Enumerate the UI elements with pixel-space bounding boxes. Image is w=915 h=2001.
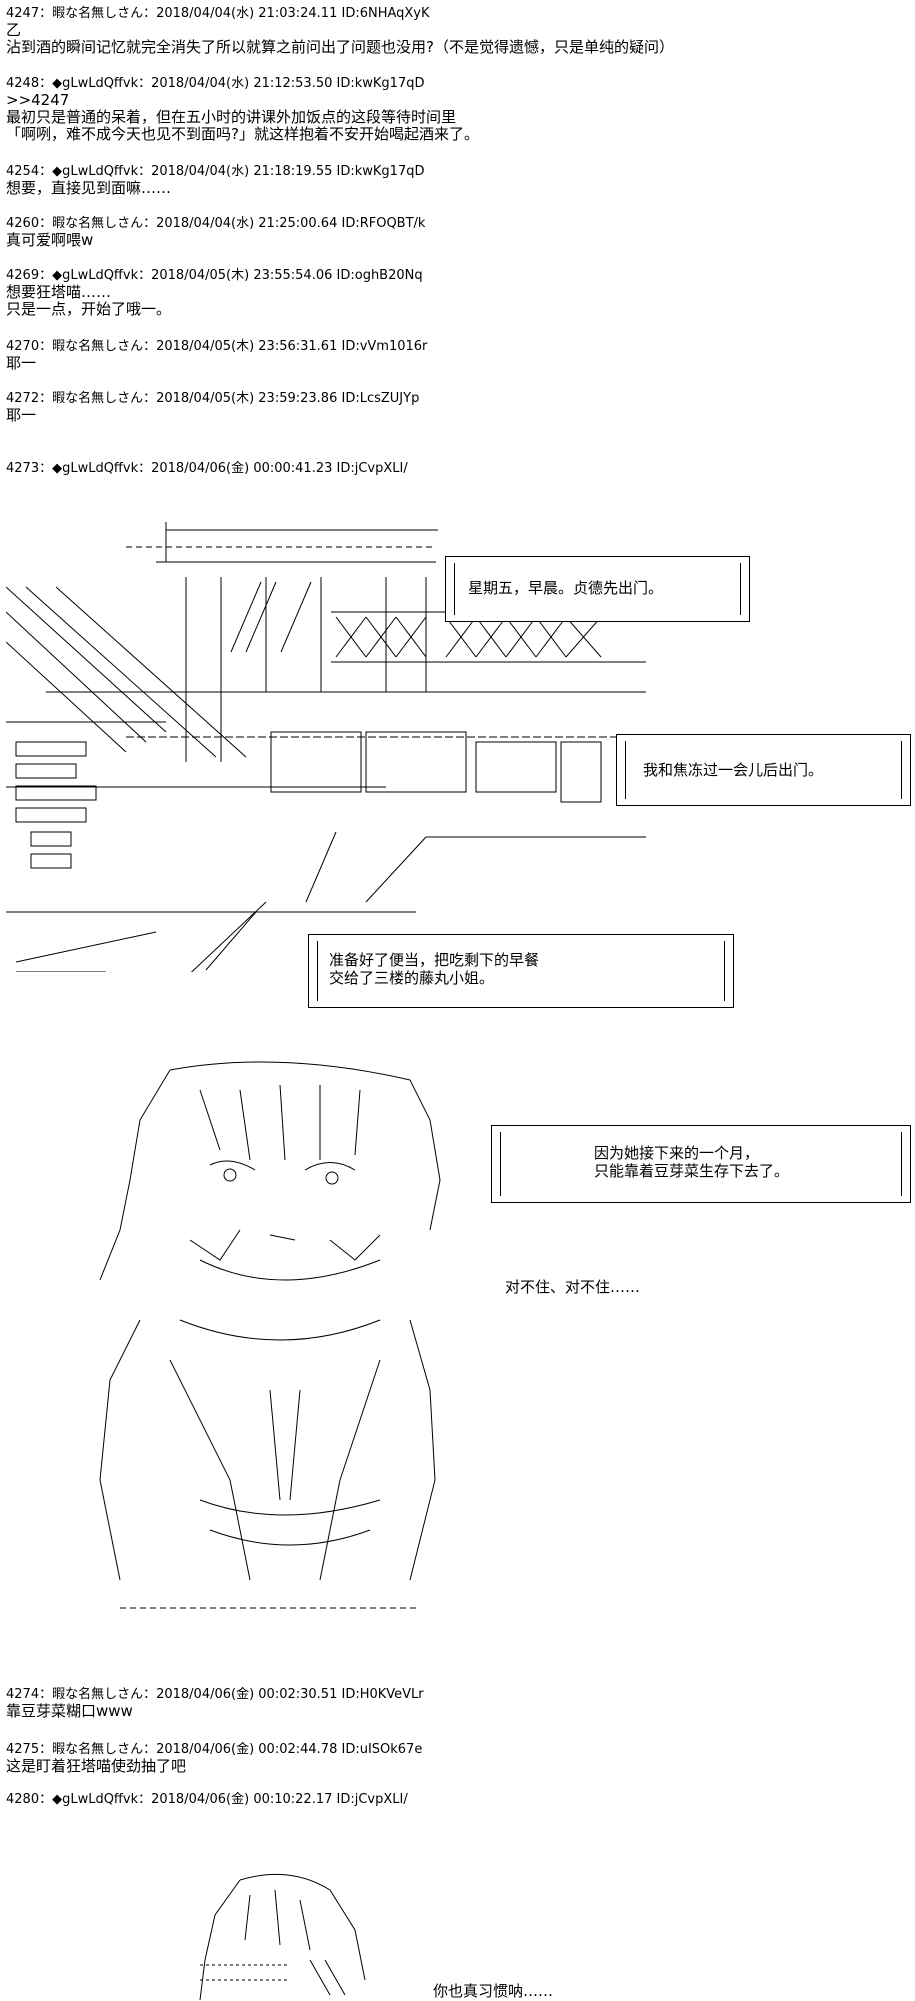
post-line: 这是盯着狂塔喵使劲抽了吧 [6, 1757, 187, 1775]
post-4274: 4274：暇な名無しさん：2018/04/06(金) 00:02:30.51 I… [6, 1687, 906, 1720]
speech-box-lunch: 准备好了便当，把吃剩下的早餐 交给了三楼的藤丸小姐。 [308, 934, 734, 1008]
post-header: 4272：暇な名無しさん：2018/04/05(木) 23:59:23.86 I… [6, 391, 420, 406]
post-line: 最初只是普通的呆着，但在五小时的讲课外加饭点的这段等待时间里 [6, 108, 457, 126]
speech-box-bean-sprouts: 因为她接下来的一个月， 只能靠着豆芽菜生存下去了。 [491, 1125, 911, 1203]
post-line: 想要狂塔喵…… [6, 283, 112, 301]
post-4273: 4273：◆gLwLdQffvk：2018/04/06(金) 00:00:41.… [6, 461, 906, 477]
post-line: 想要，直接见到面嘛…… [6, 179, 172, 197]
post-line: 靠豆芽菜糊口www [6, 1702, 133, 1720]
post-4248: 4248：◆gLwLdQffvk：2018/04/04(水) 21:12:53.… [6, 76, 906, 143]
post-header: 4275：暇な名無しさん：2018/04/06(金) 00:02:44.78 I… [6, 1742, 423, 1757]
post-4272: 4272：暇な名無しさん：2018/04/05(木) 23:59:23.86 I… [6, 391, 906, 424]
speech-line: 我和焦冻过一会儿后出门。 [643, 761, 824, 779]
box-rule [740, 563, 741, 615]
speech-line: 准备好了便当，把吃剩下的早餐 [329, 951, 540, 969]
post-line: 「啊咧，难不成今天也见不到面吗?」就这样抱着不安开始喝起酒来了。 [6, 125, 479, 143]
box-rule [454, 563, 455, 615]
post-4280: 4280：◆gLwLdQffvk：2018/04/06(金) 00:10:22.… [6, 1792, 906, 1808]
post-header: 4248：◆gLwLdQffvk：2018/04/04(水) 21:12:53.… [6, 76, 425, 91]
caption-used-to: 你也真习惯呐…… [433, 1982, 554, 2000]
caption-sorry: 对不住、对不住…… [505, 1278, 641, 1296]
post-header: 4260：暇な名無しさん：2018/04/04(水) 21:25:00.64 I… [6, 216, 426, 231]
ascii-street-scene [6, 492, 646, 972]
post-line: 沾到酒的瞬间记忆就完全消失了所以就算之前问出了问题也没用?（不是觉得遗憾，只是单… [6, 38, 674, 56]
post-header: 4280：◆gLwLdQffvk：2018/04/06(金) 00:10:22.… [6, 1792, 408, 1807]
ascii-second-figure [180, 1870, 380, 2000]
speech-line: 交给了三楼的藤丸小姐。 [329, 969, 495, 987]
post-header: 4269：◆gLwLdQffvk：2018/04/05(木) 23:55:54.… [6, 268, 423, 283]
post-4247: 4247：暇な名無しさん：2018/04/04(水) 21:03:24.11 I… [6, 6, 906, 56]
post-4260: 4260：暇な名無しさん：2018/04/04(水) 21:25:00.64 I… [6, 216, 906, 249]
post-header: 4273：◆gLwLdQffvk：2018/04/06(金) 00:00:41.… [6, 461, 408, 476]
speech-box-friday: 星期五，早晨。贞德先出门。 [445, 556, 750, 622]
post-line: 耶一 [6, 406, 37, 424]
post-header: 4254：◆gLwLdQffvk：2018/04/04(水) 21:18:19.… [6, 164, 425, 179]
ascii-girl-figure [80, 1060, 470, 1620]
speech-box-me-and-jiaodong: 我和焦冻过一会儿后出门。 [616, 734, 911, 806]
post-4275: 4275：暇な名無しさん：2018/04/06(金) 00:02:44.78 I… [6, 1742, 906, 1775]
speech-line: 星期五，早晨。贞德先出门。 [468, 579, 664, 597]
post-line: 真可爱啊喂w [6, 231, 94, 249]
box-rule [625, 741, 626, 799]
box-rule [724, 941, 725, 1001]
post-line: 乙 [6, 21, 22, 39]
post-4269: 4269：◆gLwLdQffvk：2018/04/05(木) 23:55:54.… [6, 268, 906, 318]
speech-line: 因为她接下来的一个月， [594, 1144, 760, 1162]
speech-line: 只能靠着豆芽菜生存下去了。 [594, 1162, 790, 1180]
box-rule [901, 741, 902, 799]
post-line: 耶一 [6, 354, 37, 372]
post-4270: 4270：暇な名無しさん：2018/04/05(木) 23:56:31.61 I… [6, 339, 906, 372]
post-line: 只是一点，开始了哦一。 [6, 300, 172, 318]
post-header: 4274：暇な名無しさん：2018/04/06(金) 00:02:30.51 I… [6, 1687, 424, 1702]
box-rule [500, 1132, 501, 1196]
post-header: 4270：暇な名無しさん：2018/04/05(木) 23:56:31.61 I… [6, 339, 428, 354]
post-header: 4247：暇な名無しさん：2018/04/04(水) 21:03:24.11 I… [6, 6, 430, 21]
post-4254: 4254：◆gLwLdQffvk：2018/04/04(水) 21:18:19.… [6, 164, 906, 197]
post-line: >>4247 [6, 91, 70, 109]
box-rule [317, 941, 318, 1001]
box-rule [901, 1132, 902, 1196]
